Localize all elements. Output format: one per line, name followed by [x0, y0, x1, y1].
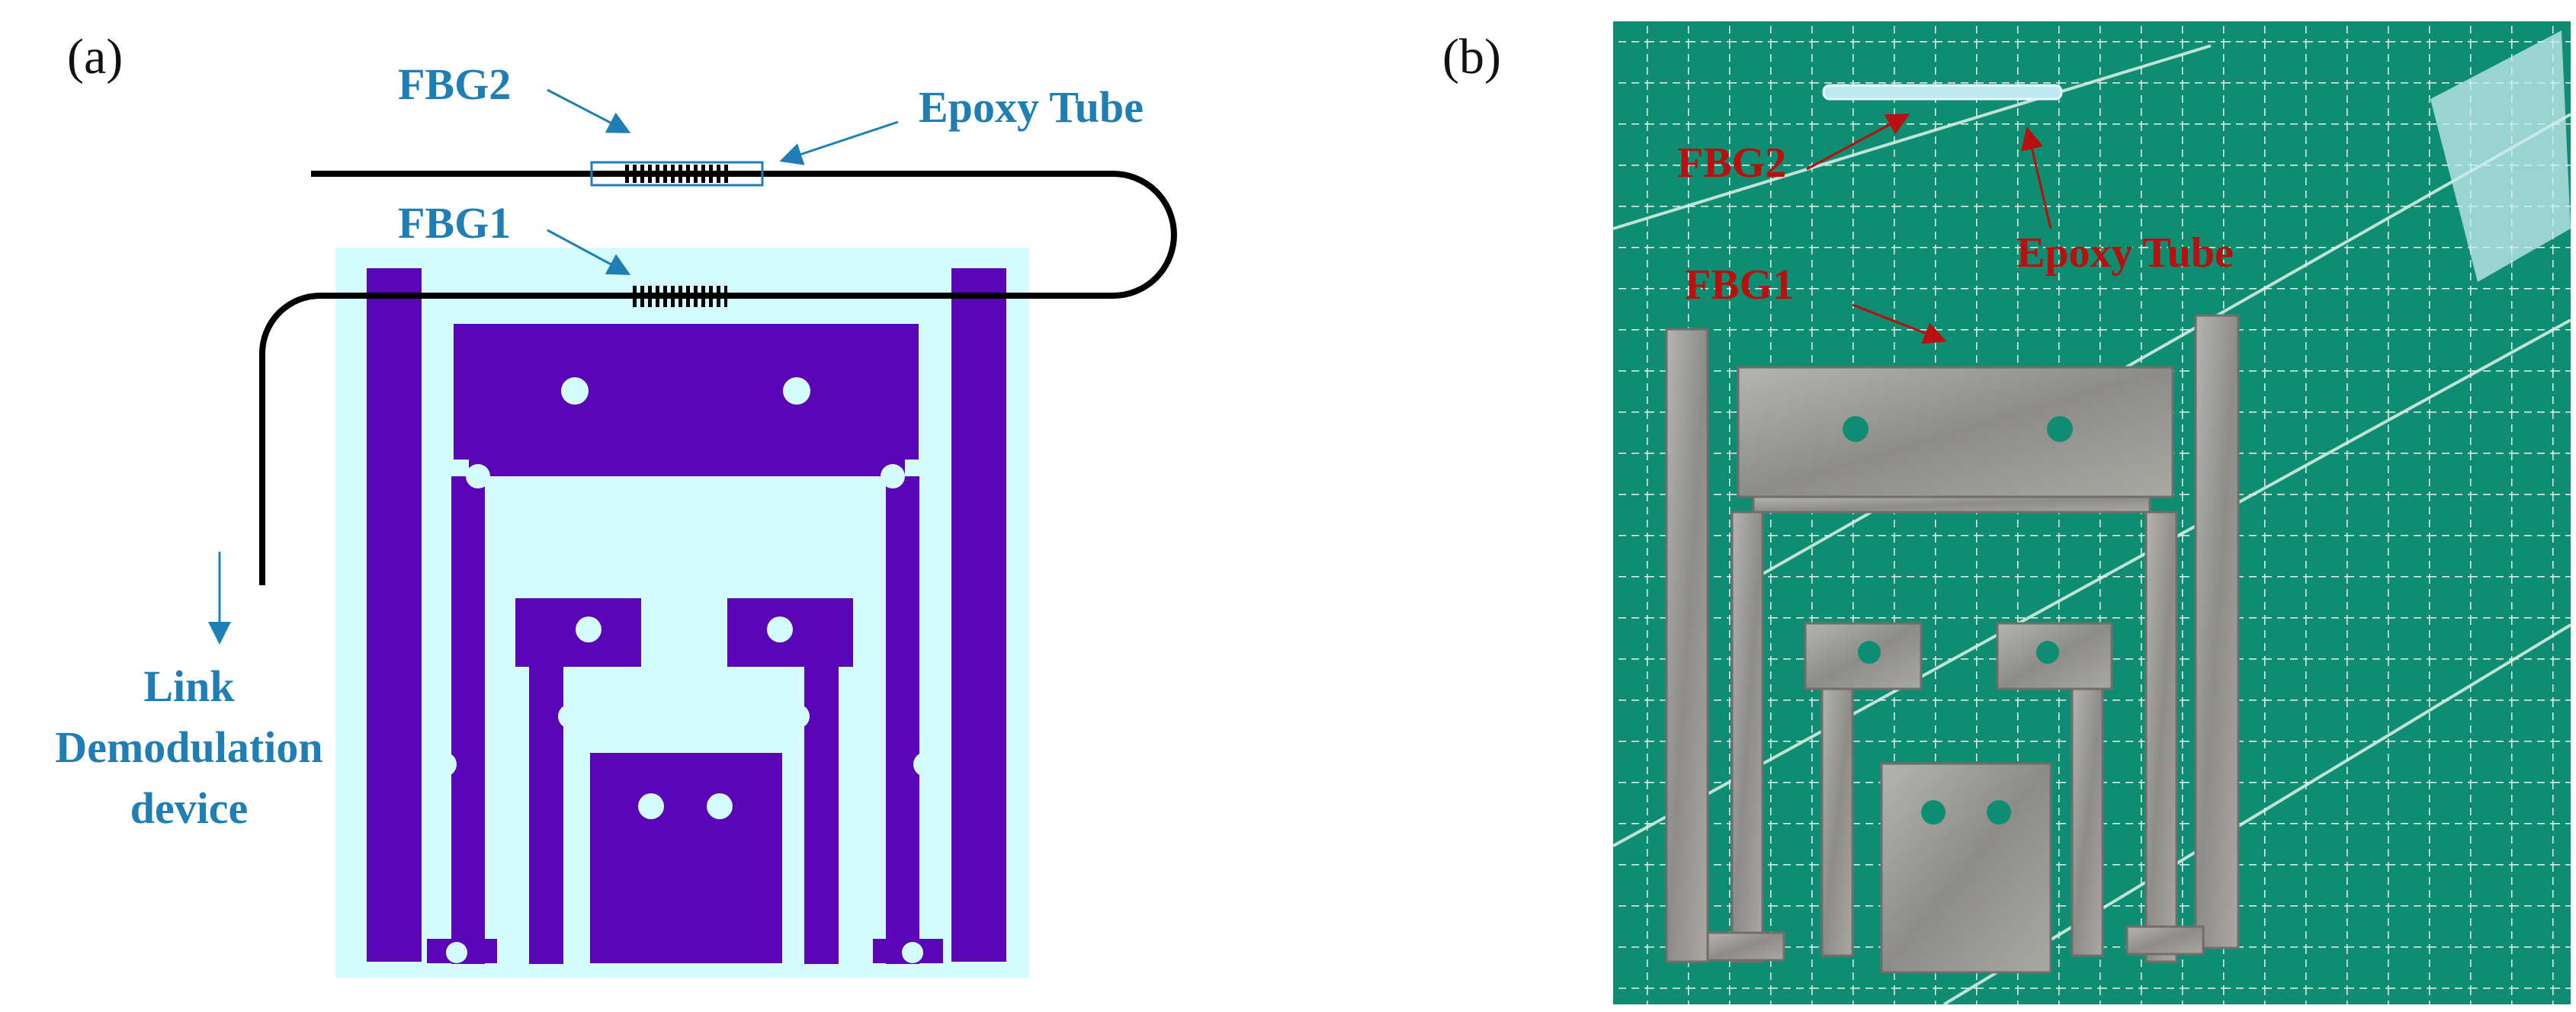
- fbg2-arrow: [547, 88, 631, 133]
- fbg2-label: FBG2: [398, 59, 511, 109]
- tape-piece: [2430, 30, 2571, 282]
- link-label-line1: Link: [143, 661, 235, 711]
- epoxy-tube-label: Epoxy Tube: [919, 82, 1144, 132]
- fbg1-label: FBG1: [398, 198, 511, 248]
- optical-fiber: [259, 171, 1177, 585]
- fbg2-grating: [625, 165, 732, 183]
- link-label-line2: Demodulation: [55, 722, 322, 772]
- mechanism-holes: [432, 377, 938, 963]
- photo-fbg2-label: FBG2: [1677, 139, 1786, 187]
- fbg1-arrow: [547, 229, 631, 275]
- panel-a: (a): [55, 29, 1177, 978]
- epoxy-tube: [590, 161, 764, 187]
- link-label-line3: device: [130, 783, 249, 833]
- compliant-mechanism: [367, 268, 1006, 964]
- photo-fbg2-arrow: [1806, 114, 1910, 171]
- photo-epoxy-tube: [1822, 84, 2063, 101]
- photo-epoxy-tube-label: Epoxy Tube: [2016, 229, 2234, 277]
- metal-holes: [1843, 416, 2073, 825]
- photo-fbg1-label: FBG1: [1685, 261, 1794, 309]
- panel-b: (b): [1442, 21, 2572, 1006]
- epoxy-tube-arrow: [779, 120, 899, 165]
- panel-b-label: (b): [1442, 29, 1501, 85]
- photo-epoxy-tube-arrow: [2020, 126, 2052, 229]
- fbg1-grating: [633, 286, 727, 307]
- photo-fbg1-arrow: [1852, 303, 1947, 344]
- panel-a-label: (a): [67, 29, 123, 85]
